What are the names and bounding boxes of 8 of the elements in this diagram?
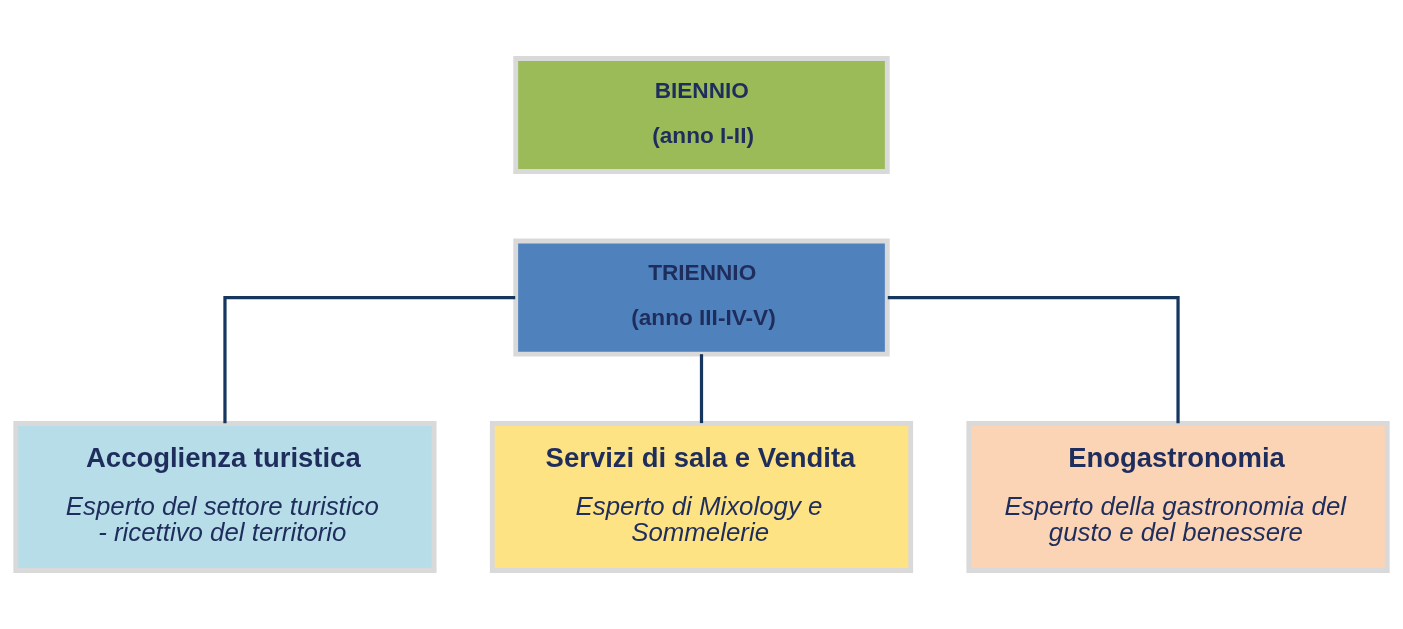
node-box: Servizi di sala e Vendita Esperto di Mixology e Sommelerie [489, 421, 914, 573]
node-box: Enogastronomia Esperto della gastronomia del gusto e del benessere [966, 421, 1390, 573]
node-box: TRIENNIO (anno III-IV-V) [513, 238, 890, 357]
node-box: Accoglienza turistica Esperto del settore turistico - ricettivo del territorio [13, 421, 437, 573]
connector [223, 295, 516, 424]
connector [699, 354, 704, 424]
connector [887, 295, 1180, 424]
node-box: BIENNIO (anno I-II) [513, 56, 890, 174]
